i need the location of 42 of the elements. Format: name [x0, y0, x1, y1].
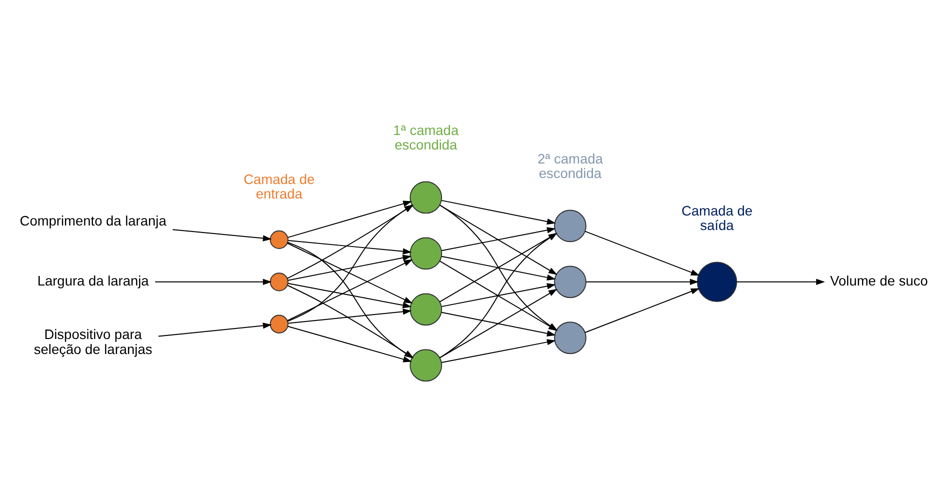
- arrow: [287, 200, 412, 238]
- node-circle: [554, 265, 586, 298]
- arrow: [287, 282, 412, 308]
- node-circle: [270, 230, 288, 249]
- arrow: [287, 258, 413, 321]
- arrow: [172, 228, 272, 241]
- node-text: Volume de suco: [830, 273, 928, 288]
- arrow: [441, 255, 556, 280]
- arrow: [154, 278, 272, 285]
- node-circle: [410, 292, 442, 326]
- node-circle: [696, 261, 738, 302]
- arrow: [441, 311, 556, 336]
- arrow: [158, 322, 272, 336]
- label: Camada de saída: [681, 202, 752, 233]
- label: 1ª camada escondida: [393, 122, 459, 152]
- arrow: [736, 278, 825, 285]
- label: 2ª camada escondida: [538, 150, 603, 181]
- arrow: [586, 278, 699, 285]
- node-text: Comprimento da laranja: [20, 213, 166, 228]
- node-circle: [554, 321, 586, 354]
- arrow: [584, 230, 700, 276]
- arrow: [287, 325, 412, 362]
- arrow: [288, 308, 412, 324]
- node-circle: [410, 180, 442, 214]
- arrow: [287, 242, 413, 304]
- arrow: [439, 204, 558, 274]
- node-circle: [410, 236, 442, 270]
- arrow: [287, 254, 412, 280]
- arrow: [441, 226, 556, 251]
- label: Camada de entrada: [244, 171, 315, 202]
- arrow: [441, 199, 556, 224]
- node-circle: [270, 314, 288, 333]
- node-circle: [410, 348, 442, 382]
- node-circle: [554, 209, 586, 242]
- arrow: [441, 282, 556, 307]
- node-circle: [270, 272, 288, 291]
- arrow: [441, 338, 556, 363]
- arrow: [584, 288, 700, 332]
- arrow: [288, 239, 412, 254]
- arrow: [439, 232, 558, 302]
- node-text: Largura da laranja: [37, 273, 149, 288]
- node-text: Dispositivo para seleção de laranjas: [34, 326, 152, 356]
